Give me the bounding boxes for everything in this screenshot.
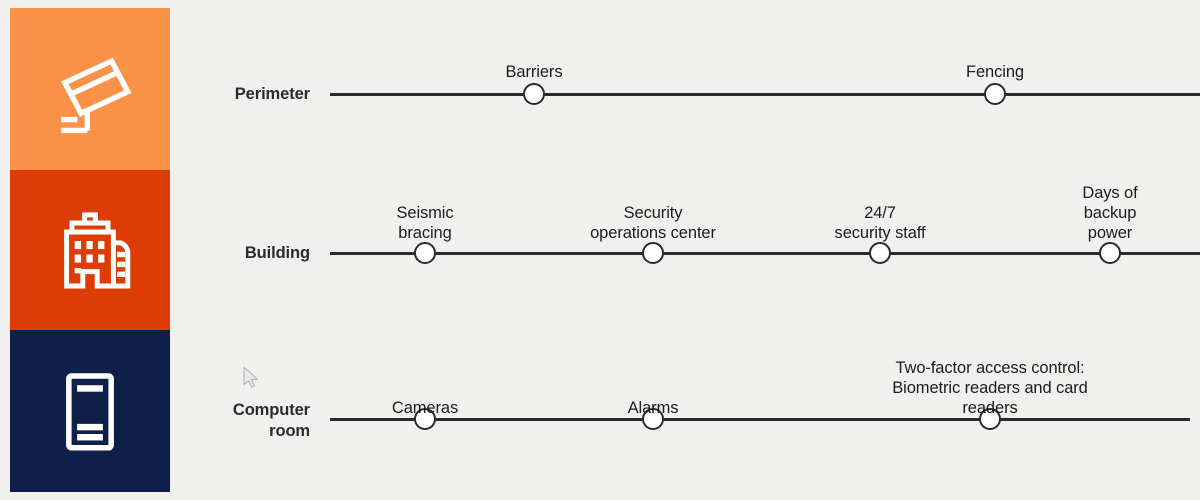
- timeline-node[interactable]: [979, 408, 1001, 430]
- row-label-computer-room: Computer room: [232, 401, 310, 440]
- row-label-building: Building: [244, 244, 310, 262]
- category-icon-rail: [10, 8, 170, 492]
- timeline-track-computer-room: [330, 418, 1190, 421]
- timeline-row-computer-room: Computer room Cameras Alarms Two-factor ac…: [0, 330, 1200, 480]
- rail-block-computer-room: [10, 330, 170, 492]
- timeline-node[interactable]: [642, 408, 664, 430]
- timeline-node[interactable]: [414, 408, 436, 430]
- timeline-node[interactable]: [1099, 242, 1121, 264]
- timeline-track-perimeter: [330, 93, 1200, 96]
- timeline-node-label: Fencing: [965, 62, 1025, 81]
- timeline-track-building: [330, 252, 1200, 255]
- office-building-icon: [64, 212, 131, 289]
- row-label-perimeter: Perimeter: [234, 85, 310, 103]
- timeline-node-label: Cameras: [391, 398, 459, 417]
- timeline-node[interactable]: [984, 83, 1006, 105]
- timeline-node-label: Two-factor access control: Biometric rea…: [892, 358, 1088, 417]
- server-tower-icon: [66, 373, 114, 451]
- timeline-node-label: Days of backup power: [1082, 183, 1138, 242]
- timeline-node[interactable]: [414, 242, 436, 264]
- timeline-node-label: 24/7 security staff: [834, 203, 926, 242]
- rail-block-building: [10, 170, 170, 330]
- timeline-node[interactable]: [642, 242, 664, 264]
- timeline-node[interactable]: [523, 83, 545, 105]
- timeline-node-label: Seismic bracing: [396, 203, 454, 242]
- timeline-row-perimeter: Perimeter Barriers Fencing: [0, 20, 1200, 160]
- timeline-row-building: Building Seismic bracing Security operati…: [0, 165, 1200, 305]
- timeline-node[interactable]: [869, 242, 891, 264]
- rail-block-perimeter: [10, 8, 170, 170]
- timeline-node-label: Barriers: [505, 62, 563, 81]
- timeline-node-label: Security operations center: [590, 203, 716, 242]
- security-camera-icon: [61, 57, 132, 134]
- timeline-node-label: Alarms: [627, 398, 679, 417]
